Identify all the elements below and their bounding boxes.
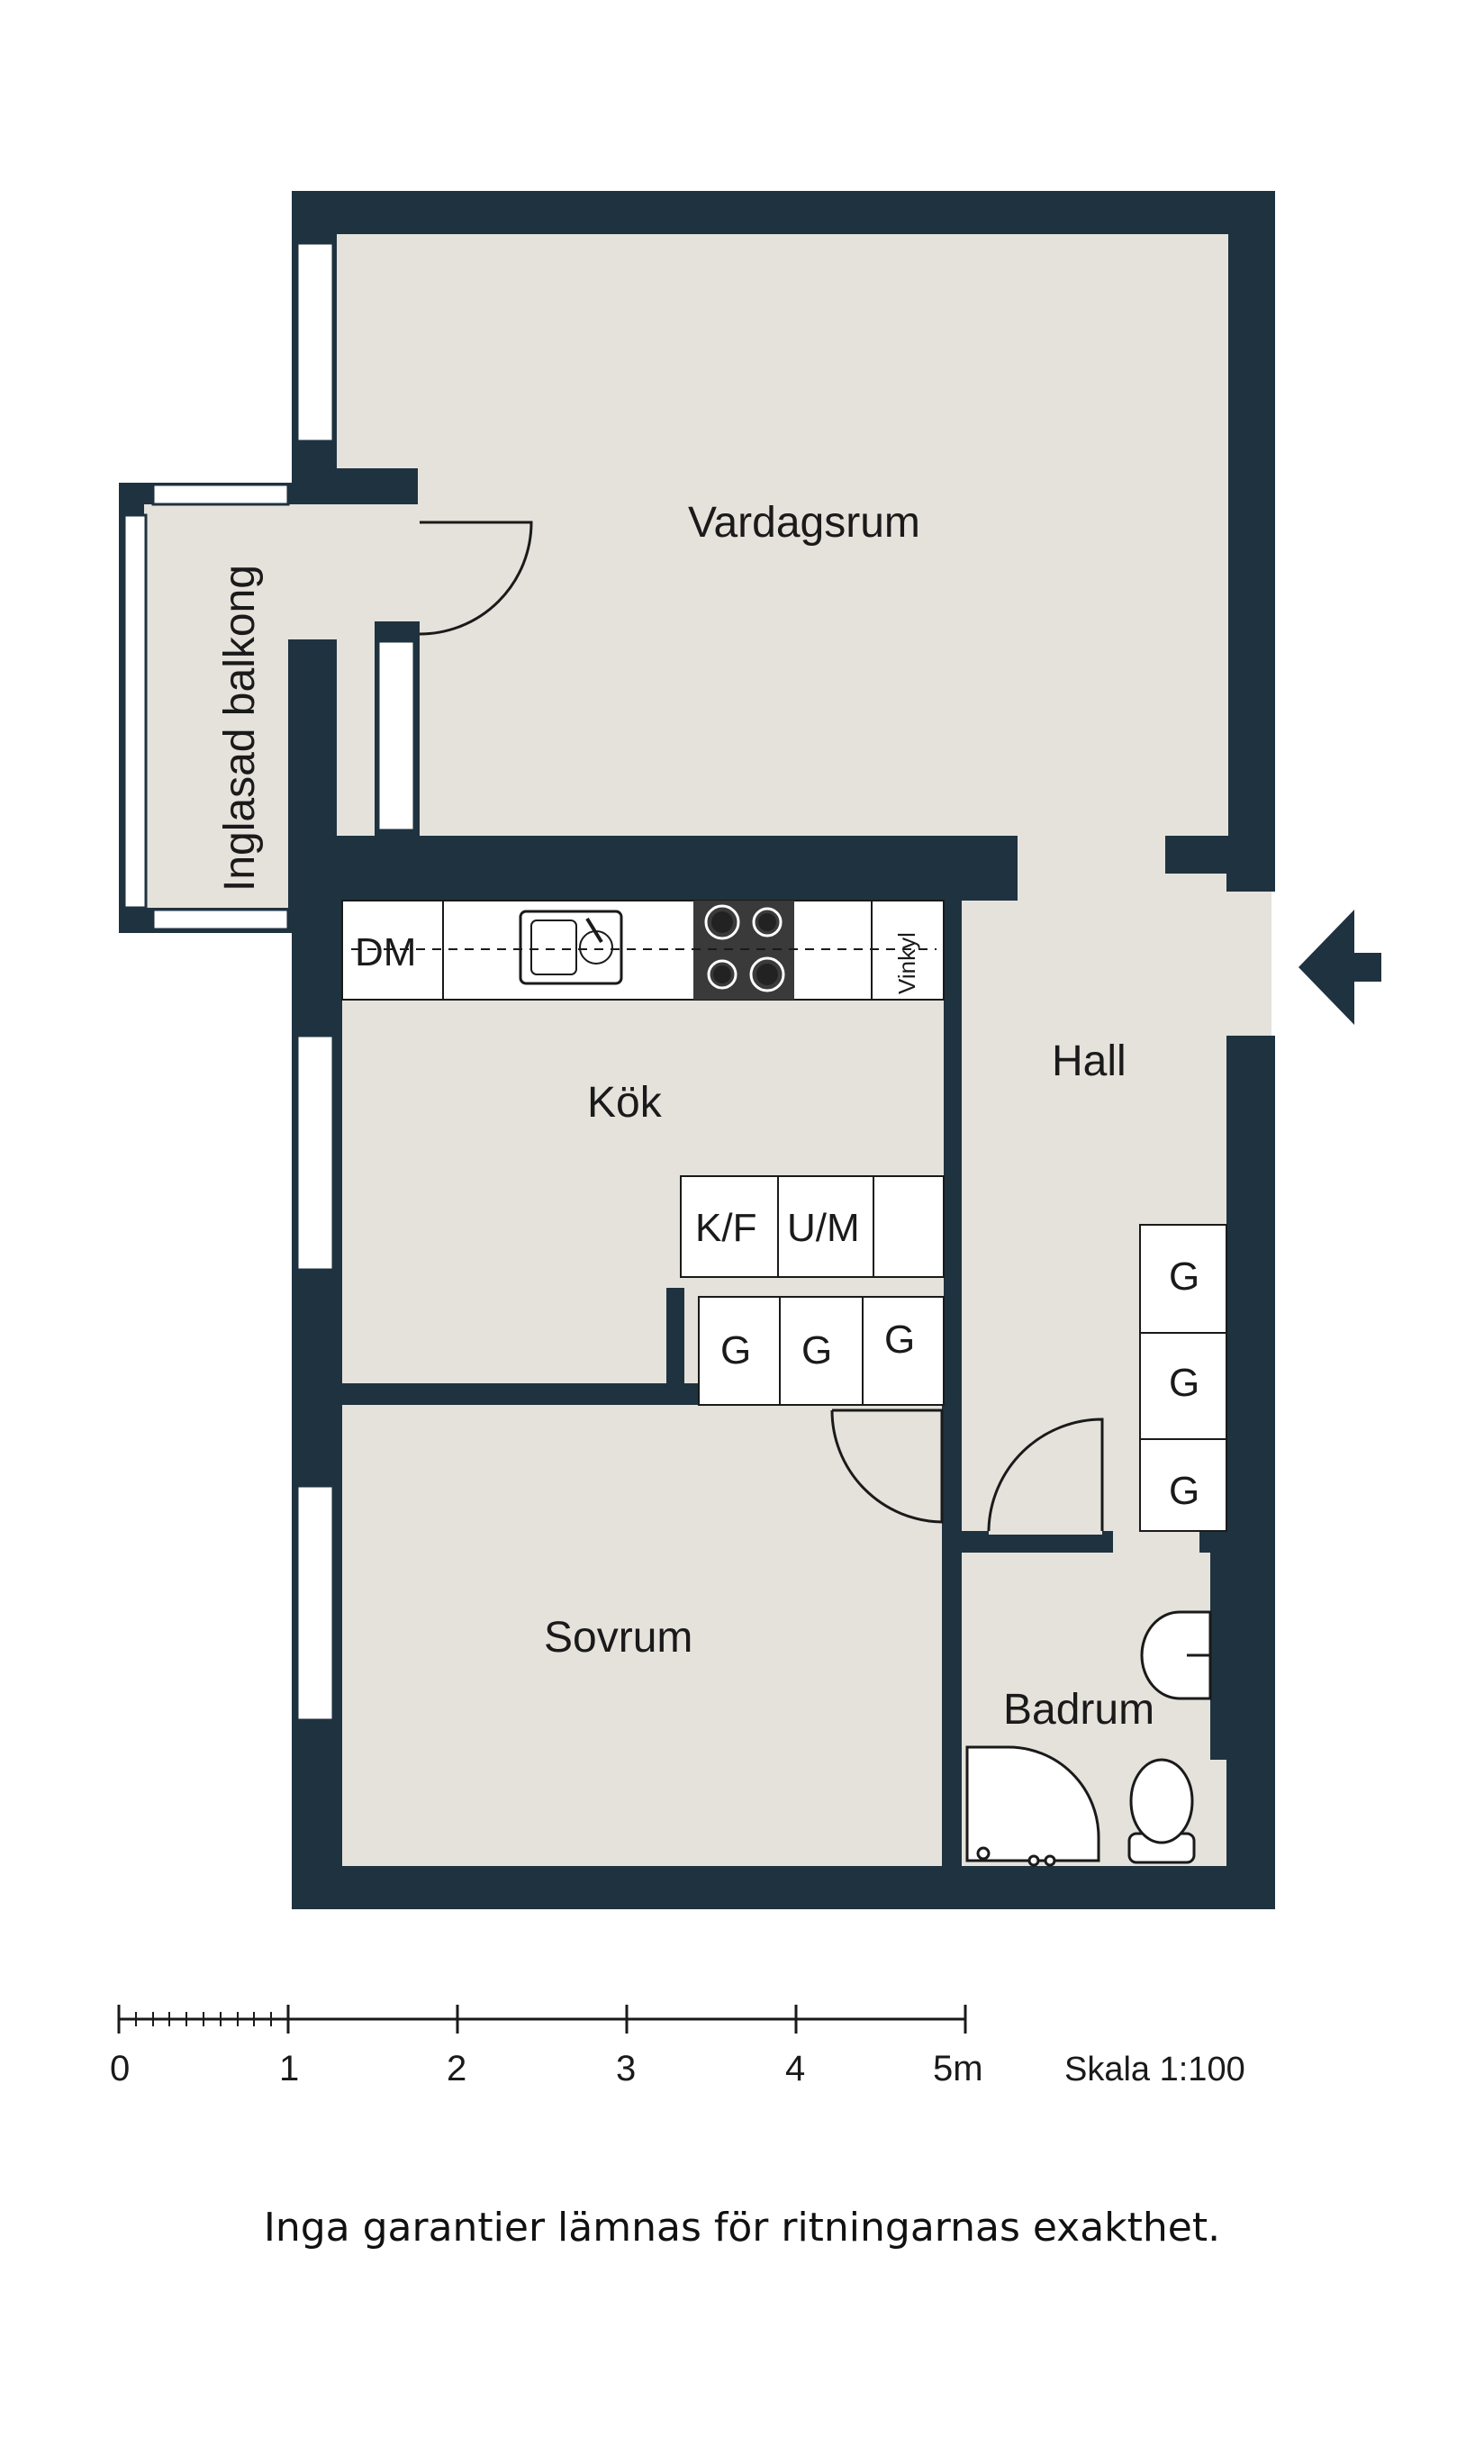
wardrobe-label: G (1169, 1469, 1199, 1513)
windows (122, 241, 416, 1722)
dishwasher-label: DM (355, 930, 416, 974)
scale-tick-4: 4 (785, 2049, 805, 2088)
wardrobes-hall: G G G (1139, 1224, 1227, 1532)
room-label-badrum: Badrum (1003, 1686, 1154, 1734)
window (122, 513, 148, 910)
scale-tick-5: 5m (933, 2049, 983, 2088)
window (295, 1484, 335, 1722)
room-label-vardagsrum: Vardagsrum (688, 499, 920, 547)
bathroom-fixtures (965, 1610, 1212, 1867)
room-label-hall: Hall (1052, 1037, 1127, 1085)
oven-micro-label: U/M (787, 1206, 860, 1250)
kitchen-counter: DM Vinkyl (341, 900, 945, 1001)
disclaimer: Inga garantier lämnas för ritningarnas e… (263, 2205, 1221, 2251)
floors (144, 234, 1271, 1866)
scale-tick-1: 1 (279, 2049, 299, 2088)
sink-icon (1140, 1610, 1212, 1700)
sink-icon (519, 910, 623, 985)
window (295, 241, 335, 443)
arrow-left-icon (1298, 910, 1381, 1025)
wardrobe-label: G (884, 1318, 915, 1362)
scale-tick-3: 3 (616, 2049, 636, 2088)
wardrobe-label: G (720, 1328, 751, 1372)
room-label-sovrum: Sovrum (544, 1614, 692, 1662)
room-label-kok: Kök (587, 1079, 663, 1127)
fridge-freezer-label: K/F (695, 1206, 756, 1250)
wardrobe-label: G (801, 1328, 832, 1372)
scale-tick-2: 2 (447, 2049, 466, 2088)
scale-label: Skala 1:100 (1064, 2051, 1245, 2088)
door-bedroom (830, 1409, 944, 1524)
kitchen-tall-units: K/F U/M (680, 1175, 945, 1278)
floor-balkong (144, 504, 288, 908)
window (151, 908, 290, 931)
floor-sovrum (342, 1405, 942, 1866)
floor-vardagsrum (337, 234, 1228, 836)
wardrobe-label: G (1169, 1255, 1199, 1299)
wine-fridge-label: Vinkyl (893, 932, 920, 994)
room-label-balkong: Inglasad balkong (216, 565, 264, 892)
window (151, 483, 290, 506)
doors (419, 521, 1104, 1531)
window (295, 1034, 335, 1272)
scale-tick-0: 0 (110, 2049, 130, 2088)
scale-bar (117, 2005, 967, 2034)
door-bathroom (987, 1418, 1104, 1531)
window (376, 639, 416, 832)
door-balcony (419, 521, 533, 636)
shower-icon (965, 1745, 1100, 1862)
wardrobe-label: G (1169, 1361, 1199, 1405)
wardrobes-row: G G G (698, 1296, 945, 1406)
